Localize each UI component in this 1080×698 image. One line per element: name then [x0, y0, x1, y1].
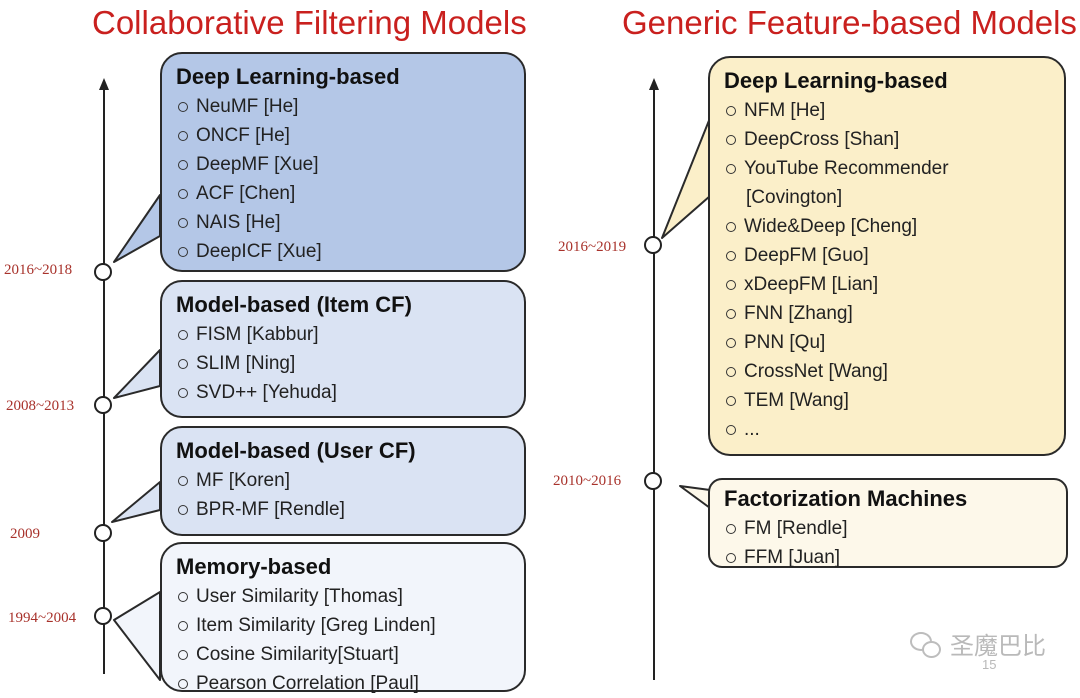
- right-timeline-arrow: [649, 78, 659, 90]
- bullet-icon: [726, 424, 736, 435]
- box-title: Memory-based: [176, 554, 332, 579]
- bullet-icon: [178, 387, 188, 398]
- list-item: ONCF [He]: [176, 121, 514, 150]
- callout-tail-deep-feature: [661, 117, 711, 239]
- collaborative-filtering-title: Collaborative Filtering Models: [92, 4, 527, 41]
- bullet-icon: [178, 358, 188, 369]
- bullet-icon: [726, 337, 736, 348]
- timeline-date-2008-2013: 2008~2013: [6, 398, 75, 414]
- list-item: DeepCross [Shan]: [724, 125, 1054, 154]
- bullet-icon: [178, 329, 188, 340]
- list-item: TEM [Wang]: [724, 386, 1054, 415]
- watermark-text: 圣魔巴比: [950, 633, 1046, 660]
- box-title: Deep Learning-based: [176, 64, 400, 89]
- factorization-machines-box: Factorization Machines FM [Rendle] FFM […: [708, 478, 1068, 568]
- list-item: ...: [724, 415, 1054, 444]
- callout-tail-deep-cf: [113, 194, 161, 263]
- box-title: Factorization Machines: [724, 486, 968, 511]
- bullet-icon: [726, 308, 736, 319]
- list-item: MF [Koren]: [176, 466, 514, 495]
- callout-tail-fm: [679, 485, 711, 509]
- feature-based-title: Generic Feature-based Models: [622, 4, 1077, 41]
- list-item: ACF [Chen]: [176, 179, 514, 208]
- timeline-date-2016-2018: 2016~2018: [4, 262, 73, 278]
- bullet-icon: [726, 163, 736, 174]
- list-item: PNN [Qu]: [724, 328, 1054, 357]
- timeline-node-1994-2004: [94, 607, 112, 625]
- bullet-icon: [178, 188, 188, 199]
- bullet-icon: [178, 591, 188, 602]
- bullet-icon: [726, 395, 736, 406]
- callout-tail-item-cf: [113, 349, 161, 399]
- list-item: FFM [Juan]: [724, 543, 1056, 572]
- timeline-node-2009: [94, 524, 112, 542]
- list-item: Wide&Deep [Cheng]: [724, 212, 1054, 241]
- list-item: User Similarity [Thomas]: [176, 582, 514, 611]
- box-title: Model-based (Item CF): [176, 292, 412, 317]
- timeline-node-2016-2018: [94, 263, 112, 281]
- bullet-icon: [178, 159, 188, 170]
- bullet-icon: [178, 246, 188, 257]
- timeline-node-2010-2016: [644, 472, 662, 490]
- bullet-icon: [178, 101, 188, 112]
- bullet-icon: [726, 552, 736, 563]
- timeline-node-2016-2019: [644, 236, 662, 254]
- list-item: YouTube Recommender: [724, 154, 1054, 183]
- list-item: DeepICF [Xue]: [176, 237, 514, 266]
- list-item: NeuMF [He]: [176, 92, 514, 121]
- list-item: Item Similarity [Greg Linden]: [176, 611, 514, 640]
- watermark: 圣魔巴比: [910, 626, 1046, 661]
- right-timeline-axis: [653, 88, 655, 680]
- chat-bubbles-icon: [910, 631, 941, 658]
- list-item-continued: [Covington]: [746, 187, 843, 208]
- bullet-icon: [178, 649, 188, 660]
- bullet-icon: [178, 504, 188, 515]
- bullet-icon: [178, 620, 188, 631]
- bullet-icon: [726, 221, 736, 232]
- callout-tail-memory: [113, 591, 161, 681]
- bullet-icon: [178, 130, 188, 141]
- bullet-icon: [726, 250, 736, 261]
- bullet-icon: [178, 678, 188, 689]
- list-item: FISM [Kabbur]: [176, 320, 514, 349]
- deep-learning-feature-box: Deep Learning-based NFM [He] DeepCross […: [708, 56, 1066, 456]
- bullet-icon: [726, 105, 736, 116]
- timeline-node-2008-2013: [94, 396, 112, 414]
- list-item: FNN [Zhang]: [724, 299, 1054, 328]
- memory-based-box: Memory-based User Similarity [Thomas] It…: [160, 542, 526, 694]
- callout-tail-user-cf: [111, 481, 161, 523]
- bullet-icon: [178, 475, 188, 486]
- page-number: 15: [982, 657, 997, 672]
- list-item: Pearson Correlation [Paul]: [176, 669, 514, 698]
- list-item: Cosine Similarity[Stuart]: [176, 640, 514, 669]
- item-cf-box: Model-based (Item CF) FISM [Kabbur] SLIM…: [160, 280, 526, 418]
- deep-learning-cf-box: Deep Learning-based NeuMF [He] ONCF [He]…: [160, 52, 526, 272]
- list-item: DeepFM [Guo]: [724, 241, 1054, 270]
- bullet-icon: [726, 366, 736, 377]
- list-item: NAIS [He]: [176, 208, 514, 237]
- list-item: SVD++ [Yehuda]: [176, 378, 514, 407]
- bullet-icon: [178, 217, 188, 228]
- box-title: Deep Learning-based: [724, 68, 948, 93]
- list-item: DeepMF [Xue]: [176, 150, 514, 179]
- bullet-icon: [726, 523, 736, 534]
- timeline-date-2016-2019: 2016~2019: [558, 239, 627, 255]
- bullet-icon: [726, 134, 736, 145]
- left-timeline-arrow: [99, 78, 109, 90]
- list-item: SLIM [Ning]: [176, 349, 514, 378]
- left-timeline-axis: [103, 88, 105, 674]
- list-item: BPR-MF [Rendle]: [176, 495, 514, 524]
- bullet-icon: [726, 279, 736, 290]
- user-cf-box: Model-based (User CF) MF [Koren] BPR-MF …: [160, 426, 526, 536]
- list-item: NFM [He]: [724, 96, 1054, 125]
- box-title: Model-based (User CF): [176, 438, 416, 463]
- list-item: FM [Rendle]: [724, 514, 1056, 543]
- timeline-date-1994-2004: 1994~2004: [8, 610, 77, 626]
- list-item: CrossNet [Wang]: [724, 357, 1054, 386]
- list-item: xDeepFM [Lian]: [724, 270, 1054, 299]
- timeline-date-2010-2016: 2010~2016: [553, 473, 622, 489]
- timeline-date-2009: 2009: [10, 526, 40, 542]
